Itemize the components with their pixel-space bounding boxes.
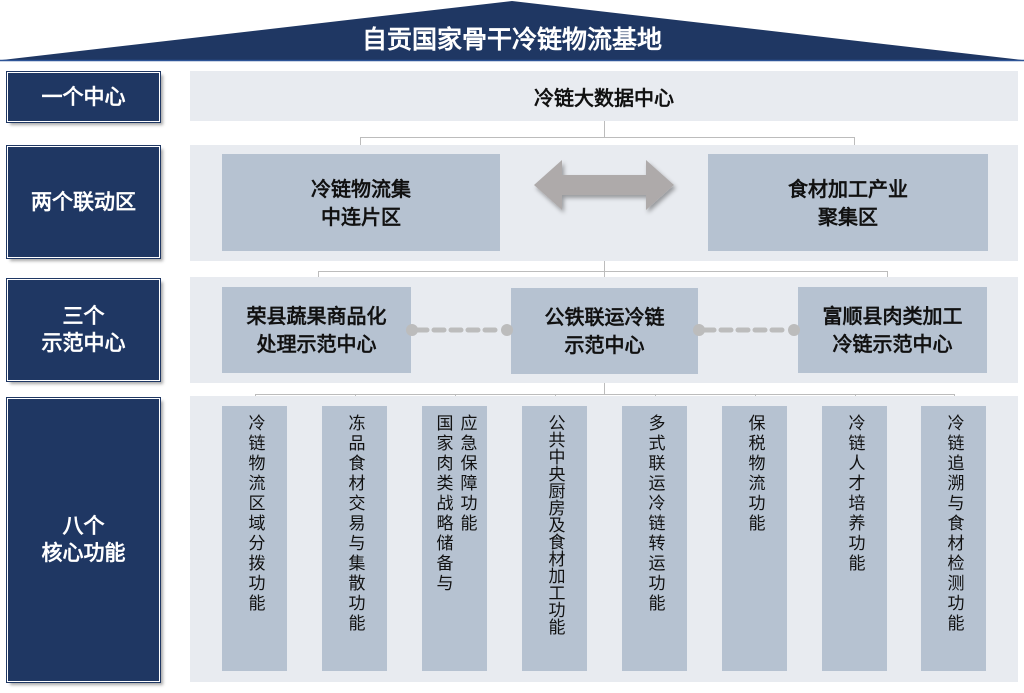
zone-food-processing: 食材加工产业 聚集区	[708, 154, 988, 251]
big-data-center: 冷链大数据中心	[534, 85, 674, 110]
center-text: 富顺县肉类加工	[822, 304, 963, 328]
function-box: 多式联运冷链转运功能	[622, 406, 687, 671]
connector	[604, 383, 605, 395]
zone-text: 中连片区	[321, 204, 401, 229]
demo-center-rongxian: 荣县蔬果商品化 处理示范中心	[222, 287, 411, 373]
function-text: 保税物流功能	[744, 414, 765, 534]
center-text: 公铁联运冷链	[544, 305, 665, 329]
double-arrow-icon	[534, 160, 674, 210]
demo-center-rail-road: 公铁联运冷链 示范中心	[511, 288, 698, 374]
function-text: 国家肉类战略储备与	[432, 414, 453, 594]
center-text: 荣县蔬果商品化	[246, 304, 387, 328]
row-label-text: 两个联动区	[31, 189, 136, 214]
row-label-text: 示范中心	[41, 331, 126, 355]
row-label-one-center: 一个中心	[6, 71, 161, 123]
zone-text: 食材加工产业	[788, 176, 908, 201]
page-title: 自贡国家骨干冷链物流基地	[361, 25, 662, 54]
dashed-link-right	[693, 324, 800, 336]
row-label-text: 核心功能	[41, 541, 126, 565]
zone-cold-chain-logistics: 冷链物流集 中连片区	[222, 154, 500, 251]
zone-text: 聚集区	[818, 204, 878, 229]
function-text: 公共中央厨房及食材加工功能	[544, 414, 565, 635]
function-box: 冷链追溯与食材检测功能	[921, 406, 986, 671]
center-text: 示范中心	[564, 333, 645, 357]
roof-banner	[0, 1, 1024, 62]
band-one-center: 冷链大数据中心	[190, 71, 1018, 121]
band-eight-functions	[190, 396, 1018, 682]
function-box: 冻品食材交易与集散功能	[322, 406, 387, 671]
function-box: 公共中央厨房及食材加工功能	[522, 406, 587, 671]
demo-center-fushun: 富顺县肉类加工 冷链示范中心	[798, 287, 987, 373]
function-text: 应急保障功能	[456, 414, 477, 534]
dashed-link-left	[406, 324, 513, 336]
connector	[604, 261, 605, 272]
function-text: 多式联运冷链转运功能	[644, 414, 665, 614]
function-box: 冷链人才培养功能	[822, 406, 887, 671]
function-text: 冷链人才培养功能	[844, 414, 865, 574]
row-label-three-demo-centers: 三个 示范中心	[6, 278, 161, 382]
function-text: 冻品食材交易与集散功能	[344, 414, 365, 634]
row-label-two-zones: 两个联动区	[6, 145, 161, 259]
connector	[318, 271, 888, 272]
row-label-text: 八个	[62, 514, 105, 538]
function-box: 冷链物流区域分拨功能	[222, 406, 287, 671]
connector	[360, 137, 855, 138]
function-text: 冷链物流区域分拨功能	[244, 414, 265, 614]
row-label-text: 三个	[62, 304, 105, 328]
connector	[604, 121, 605, 138]
row-label-text: 一个中心	[41, 84, 126, 109]
function-text: 冷链追溯与食材检测功能	[943, 414, 964, 634]
zone-text: 冷链物流集	[311, 176, 411, 201]
function-text-columns: 应急保障功能 国家肉类战略储备与	[433, 414, 477, 671]
center-text: 冷链示范中心	[832, 332, 953, 356]
function-box: 保税物流功能	[722, 406, 787, 671]
function-box: 应急保障功能 国家肉类战略储备与	[422, 406, 487, 671]
center-text: 处理示范中心	[256, 332, 377, 356]
connector	[255, 394, 955, 395]
row-label-eight-functions: 八个 核心功能	[6, 397, 161, 683]
